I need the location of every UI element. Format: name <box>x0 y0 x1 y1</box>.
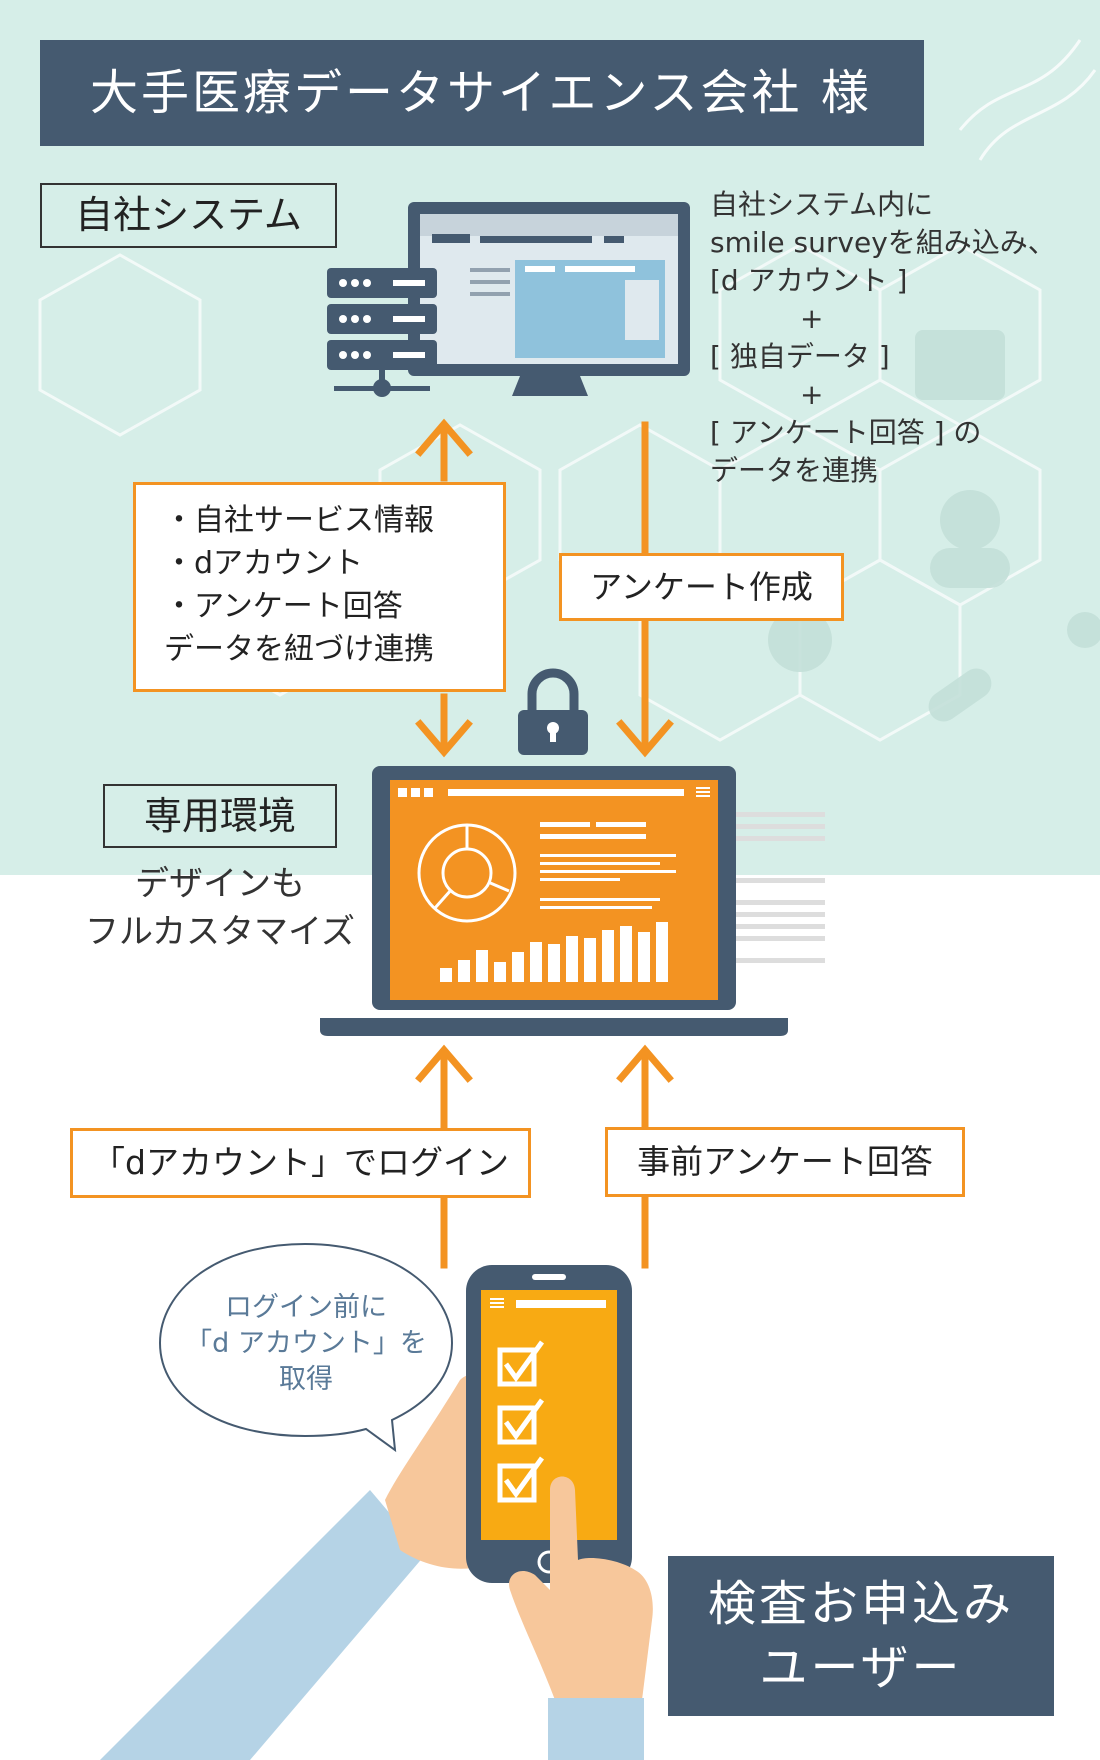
lock-icon <box>518 668 588 755</box>
checkbox-icons <box>497 1340 545 1503</box>
pill-icon <box>928 668 992 722</box>
desc-plus-1: + <box>800 302 824 335</box>
monitor-icon <box>408 202 690 396</box>
desc-line-2: smile surveyを組み込み、 <box>710 226 1056 259</box>
speech-bubble-shape <box>158 1242 454 1453</box>
up-arrow-survey <box>616 1044 674 1269</box>
dedicated-env-label: 専用環境 <box>103 784 337 848</box>
flask-icon <box>768 608 832 672</box>
design-note-line-1: デザインも <box>135 864 305 904</box>
bubble-line-3: 取得 <box>279 1364 333 1395</box>
linked-item-4: データを紐づけ連携 <box>164 632 434 667</box>
bidirectional-arrow <box>415 418 473 758</box>
design-note-line-2: フルカスタマイズ <box>85 912 355 952</box>
system-description: 自社システム内に smile surveyを組み込み、 [d アカウント ] +… <box>710 186 1095 490</box>
desc-plus-2: + <box>800 378 824 411</box>
linked-data-box: ・自社サービス情報 ・dアカウント ・アンケート回答 データを紐づけ連携 <box>133 482 506 692</box>
linked-item-3: ・アンケート回答 <box>164 589 403 624</box>
linked-item-2: ・dアカウント <box>164 546 364 581</box>
design-note: デザインも フルカスタマイズ <box>60 860 380 956</box>
down-arrow <box>616 421 674 758</box>
bar-graph-icon <box>440 922 668 982</box>
desc-line-5: [ アンケート回答 ] の <box>710 416 982 449</box>
login-label: 「dアカウント」でログイン <box>70 1128 531 1198</box>
user-box-line-2: ユーザー <box>759 1640 963 1696</box>
laptop-icon <box>320 766 788 1036</box>
user-box-line-1: 検査お申込み <box>707 1576 1014 1632</box>
company-system-label: 自社システム <box>40 183 337 248</box>
dna-icon <box>958 39 1097 161</box>
person-icon-head <box>940 490 1000 550</box>
page-title: 大手医療データサイエンス会社 様 <box>40 40 924 146</box>
server-icon <box>327 268 437 397</box>
smartphone-icon <box>466 1265 632 1583</box>
desc-line-3: [d アカウント ] <box>710 264 908 297</box>
pre-survey-label: 事前アンケート回答 <box>605 1127 965 1197</box>
bubble-line-2: 「d アカウント」を <box>185 1328 427 1359</box>
user-box: 検査お申込み ユーザー <box>668 1556 1054 1716</box>
desc-line-6: データを連携 <box>710 454 879 487</box>
right-hand-icon <box>509 1476 653 1760</box>
desc-line-4: [ 独自データ ] <box>710 340 890 373</box>
survey-create-label: アンケート作成 <box>559 553 844 621</box>
linked-item-1: ・自社サービス情報 <box>164 503 434 538</box>
up-arrow-login <box>415 1044 473 1269</box>
speech-bubble-text: ログイン前に 「d アカウント」を 取得 <box>160 1290 452 1398</box>
medical-kit-icon <box>915 330 1005 400</box>
bubble-line-1: ログイン前に <box>225 1292 387 1323</box>
document-lines <box>735 812 825 963</box>
desc-line-1: 自社システム内に <box>710 188 934 221</box>
